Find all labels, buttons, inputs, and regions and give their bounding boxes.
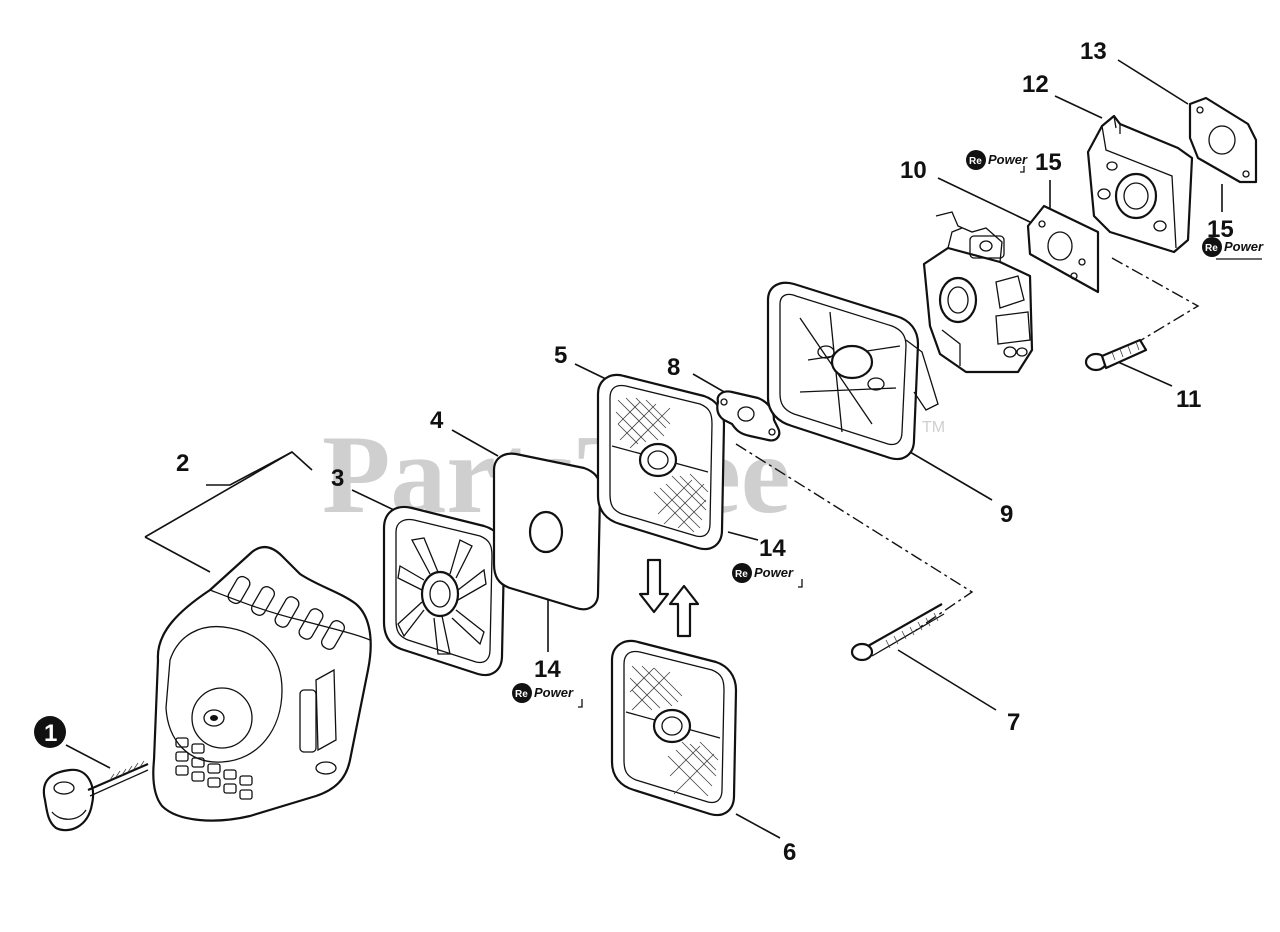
leader-lines — [65, 59, 1223, 839]
callout-4: 4 — [430, 407, 444, 434]
callout-12: 12 — [1022, 71, 1049, 98]
callout-15-carb-gasket: 15 — [1035, 149, 1062, 176]
short-bolt-part — [1084, 338, 1148, 372]
foam-prefilter-part — [492, 452, 602, 611]
repower-badge: Re Power — [1202, 237, 1264, 260]
knob-screw-part — [42, 760, 149, 832]
repower-re-text: Re — [1205, 243, 1218, 254]
callout-3: 3 — [331, 465, 344, 492]
callout-6: 6 — [783, 839, 796, 866]
repower-badge: Re Power — [512, 683, 583, 708]
repower-re-text: Re — [735, 569, 748, 580]
filter-support-part — [382, 505, 506, 677]
air-cleaner-base-part — [766, 281, 939, 461]
callout-14-foam: 14 — [534, 656, 561, 683]
callout-1: 1 — [44, 720, 57, 747]
callout-10: 10 — [900, 157, 927, 184]
long-bolt-part — [850, 603, 945, 662]
carburetor-gasket-part — [1026, 204, 1100, 294]
alignment-lines — [735, 257, 1200, 631]
repower-badge: Re Power — [966, 150, 1028, 173]
air-filter-element-part — [596, 373, 726, 551]
callout-2: 2 — [176, 450, 189, 477]
repower-badge: Re Power — [732, 563, 803, 588]
repower-re-text: Re — [515, 689, 528, 700]
gasket-plate-part — [716, 390, 781, 442]
cover-vent-grid — [175, 737, 253, 800]
callout-13: 13 — [1080, 38, 1107, 65]
insulator-part — [1086, 114, 1194, 254]
insulator-gasket-part — [1188, 96, 1258, 184]
air-cleaner-cover-part — [152, 546, 372, 822]
callout-14-filter: 14 — [759, 535, 786, 562]
swap-arrows — [638, 558, 700, 638]
repower-word-text: Power — [1224, 239, 1264, 254]
callout-1-badge: 1 — [34, 716, 66, 748]
repower-word-text: Power — [534, 685, 574, 700]
callout-5: 5 — [554, 342, 567, 369]
repower-re-text: Re — [969, 156, 982, 167]
carburetor-part — [922, 211, 1034, 374]
repower-word-text: Power — [988, 152, 1028, 167]
callout-7: 7 — [1007, 709, 1020, 736]
repower-word-text: Power — [754, 565, 794, 580]
watermark-trademark: TM — [922, 419, 945, 436]
callout-8: 8 — [667, 354, 680, 381]
callout-15-insulator-gasket: 15 — [1207, 216, 1234, 243]
air-filter-element-alt-part — [610, 639, 738, 817]
callout-9: 9 — [1000, 501, 1013, 528]
callout-11: 11 — [1176, 386, 1201, 413]
